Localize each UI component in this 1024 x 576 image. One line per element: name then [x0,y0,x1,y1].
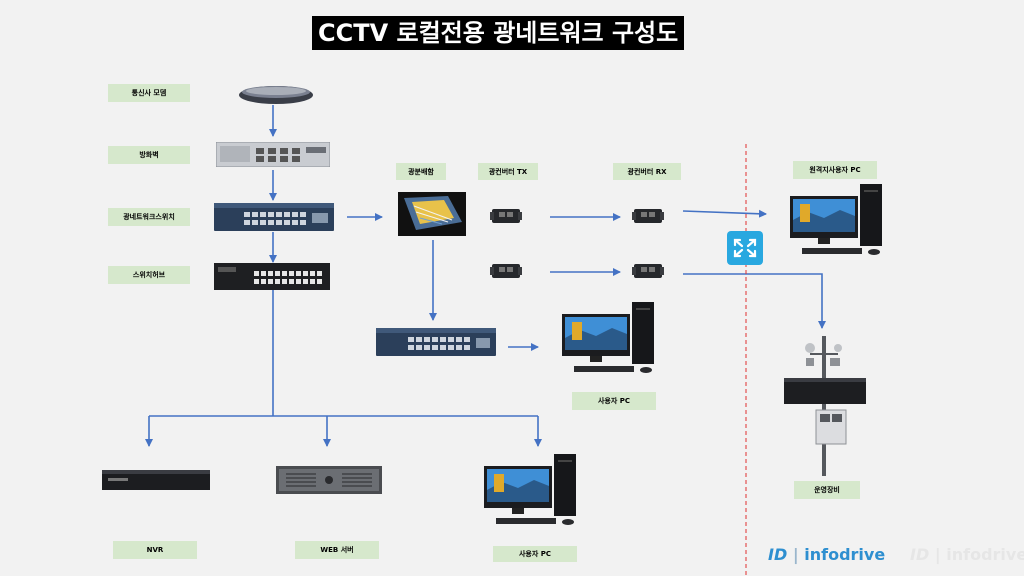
label-user-pc-mid: 사용자 PC [572,392,656,410]
router-icon [727,231,763,265]
nvr-icon [102,470,210,490]
label-firewall: 방화벽 [108,146,190,164]
switch-secondary-icon [376,328,496,356]
fiber-switch-icon [214,203,334,231]
label-modem: 통신사 모뎀 [108,84,190,102]
label-user-pc-bottom: 사용자 PC [493,546,577,562]
converter-tx-bottom-icon [490,264,522,278]
diagram-title: CCTV 로컬전용 광네트워크 구성도 [312,16,685,50]
label-remote-pc: 원격지사용자 PC [793,161,877,179]
brand-name-faded: infodrive [946,545,1024,564]
brand-separator: | [792,545,799,564]
user-pc-mid-icon [562,302,654,373]
label-converter-tx: 광컨버터 TX [478,163,538,180]
remote-pc-icon [790,184,882,255]
converter-tx-top-icon [490,209,522,223]
label-nvr: NVR [113,541,197,559]
label-field-equipment: 운영장비 [794,481,860,499]
arrow-rx-field [683,273,826,329]
user-pc-bottom-icon [484,454,576,525]
firewall-icon [216,142,330,167]
brand-logo-mark-faded: ID [910,545,930,564]
web-server-icon [276,466,382,494]
label-switch-hub: 스위치허브 [108,266,190,284]
brand-separator-faded: | [934,545,941,564]
switch-hub-icon [214,263,330,290]
label-web-server: WEB 서버 [295,541,379,559]
label-fiber-switch: 광네트워크스위치 [108,208,190,226]
converter-rx-top-icon [632,209,664,223]
brand-name: infodrive [804,545,886,564]
label-converter-rx: 광컨버터 RX [613,163,681,180]
brand-logo-mark: ID [768,545,788,564]
converter-rx-bottom-icon [632,264,664,278]
brand-logo-faded: ID | infodrive [910,545,1024,564]
patch-panel-icon [398,192,466,236]
field-equipment-icon [784,336,866,476]
brand-logo: ID | infodrive [768,545,885,564]
modem-icon [239,86,313,104]
arrow-rx-remote-pc [682,209,767,218]
label-patch-panel: 광분배함 [396,163,446,180]
